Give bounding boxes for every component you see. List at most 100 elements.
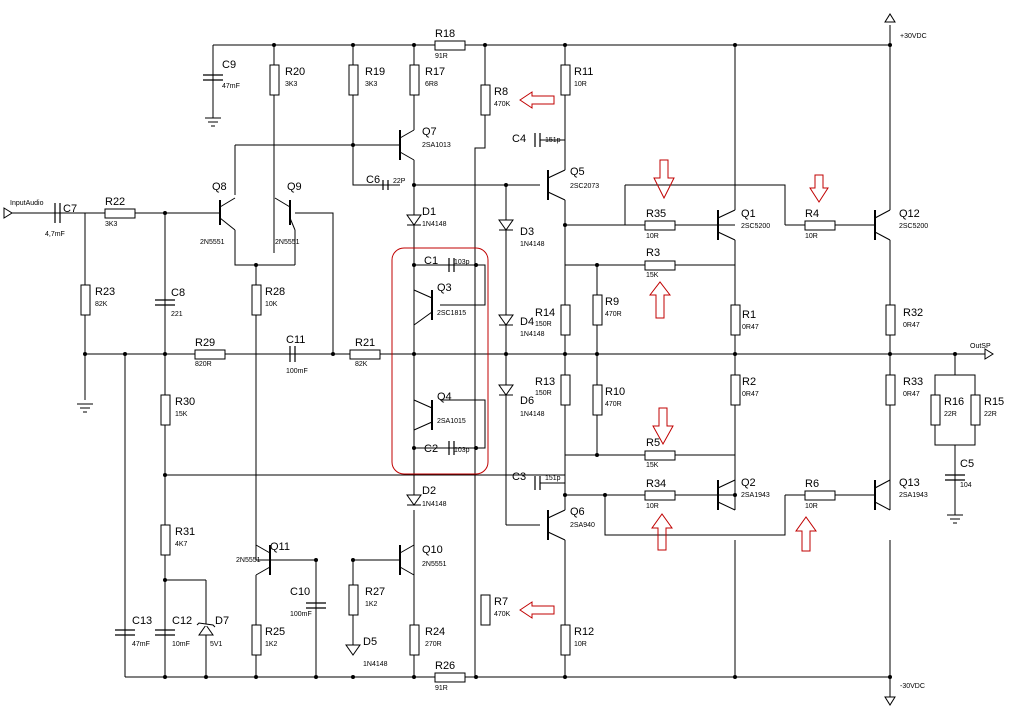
designator-r24: R24 bbox=[425, 626, 445, 638]
value-q8: 2N5551 bbox=[200, 239, 225, 246]
labels: R10R47R20R47R315KR410RR515KR610RR7470KR8… bbox=[45, 28, 1004, 692]
value-q3: 2SC1815 bbox=[437, 310, 466, 317]
designator-c10: C10 bbox=[290, 586, 310, 598]
capacitor-plates bbox=[54, 74, 965, 636]
designator-q2: Q2 bbox=[741, 477, 756, 489]
designator-c2: C2 bbox=[424, 443, 438, 455]
designator-d4: D4 bbox=[520, 316, 534, 328]
value-c6: 22P bbox=[393, 178, 406, 185]
designator-r12: R12 bbox=[574, 626, 594, 638]
designator-r35: R35 bbox=[646, 208, 666, 220]
designator-r22: R22 bbox=[105, 196, 125, 208]
designator-q7: Q7 bbox=[422, 126, 437, 138]
value-r13: 150R bbox=[535, 390, 552, 397]
designator-c6: C6 bbox=[366, 174, 380, 186]
designator-r7: R7 bbox=[494, 596, 508, 608]
value-c3: 151p bbox=[545, 475, 561, 482]
arrow-down-icon bbox=[652, 407, 674, 446]
designator-c12: C12 bbox=[172, 615, 192, 627]
designator-r28: R28 bbox=[265, 286, 285, 298]
value-c8: 221 bbox=[171, 311, 183, 318]
value-q2: 2SA1943 bbox=[741, 492, 770, 499]
designator-q8: Q8 bbox=[212, 181, 227, 193]
designator-r3: R3 bbox=[646, 247, 660, 259]
value-q9: 2N5551 bbox=[275, 239, 300, 246]
designator-q3: Q3 bbox=[437, 282, 452, 294]
designator-r18: R18 bbox=[435, 28, 455, 40]
designator-r14: R14 bbox=[535, 307, 555, 319]
pos-terminal-icon bbox=[884, 13, 896, 23]
designator-c11: C11 bbox=[286, 334, 305, 346]
value-c12: 10mF bbox=[172, 641, 190, 648]
value-r18: 91R bbox=[435, 53, 448, 60]
value-r23: 82K bbox=[95, 301, 108, 308]
value-r28: 10K bbox=[265, 301, 278, 308]
value-d1: 1N4148 bbox=[422, 221, 447, 228]
designator-r33: R33 bbox=[903, 376, 923, 388]
value-q4: 2SA1015 bbox=[437, 418, 466, 425]
designator-r2: R2 bbox=[742, 376, 756, 388]
value-r7: 470K bbox=[494, 611, 511, 618]
value-c1: 103p bbox=[454, 259, 470, 266]
arrow-up-icon bbox=[648, 281, 672, 319]
designator-r27: R27 bbox=[365, 586, 385, 598]
designator-q11: Q11 bbox=[270, 541, 290, 553]
value-r26: 91R bbox=[435, 685, 448, 692]
value-d5: 1N4148 bbox=[363, 661, 388, 668]
designator-c13: C13 bbox=[132, 615, 152, 627]
diode-symbols bbox=[196, 214, 514, 656]
value-r12: 10R bbox=[574, 641, 587, 648]
value-c11: 100mF bbox=[286, 368, 308, 375]
value-r10: 470R bbox=[605, 401, 622, 408]
value-r11: 10R bbox=[574, 81, 587, 88]
value-d2: 1N4148 bbox=[422, 501, 447, 508]
value-q7: 2SA1013 bbox=[422, 142, 451, 149]
designator-r10: R10 bbox=[605, 386, 625, 398]
designator-q5: Q5 bbox=[570, 166, 585, 178]
designator-r32: R32 bbox=[903, 307, 923, 319]
resistor-bodies bbox=[80, 40, 981, 683]
designator-r21: R21 bbox=[355, 337, 375, 349]
designator-r13: R13 bbox=[535, 376, 555, 388]
value-c10: 100mF bbox=[290, 611, 312, 618]
pos-rail-label: +30VDC bbox=[900, 33, 927, 40]
value-r33: 0R47 bbox=[903, 391, 920, 398]
arrow-down-icon bbox=[653, 159, 675, 200]
value-c5: 104 bbox=[960, 482, 972, 489]
designator-d1: D1 bbox=[422, 206, 436, 218]
designator-r29: R29 bbox=[195, 337, 215, 349]
designator-r5: R5 bbox=[646, 437, 660, 449]
value-r3: 15K bbox=[646, 272, 659, 279]
designator-q9: Q9 bbox=[287, 181, 302, 193]
value-c9: 47mF bbox=[222, 83, 240, 90]
value-q6: 2SA940 bbox=[570, 522, 595, 529]
value-r20: 3K3 bbox=[285, 81, 298, 88]
designator-r31: R31 bbox=[175, 526, 195, 538]
designator-r19: R19 bbox=[365, 66, 385, 78]
designator-r16: R16 bbox=[944, 396, 964, 408]
value-r16: 22R bbox=[944, 411, 957, 418]
value-r19: 3K3 bbox=[365, 81, 378, 88]
designator-d6: D6 bbox=[520, 395, 534, 407]
value-q1: 2SC5200 bbox=[741, 223, 770, 230]
designator-c3: C3 bbox=[512, 471, 526, 483]
neg-rail-label: -30VDC bbox=[900, 683, 925, 690]
designator-q6: Q6 bbox=[570, 506, 585, 518]
designator-r1: R1 bbox=[742, 309, 756, 321]
value-r24: 270R bbox=[425, 641, 442, 648]
designator-r23: R23 bbox=[95, 286, 115, 298]
designator-r15: R15 bbox=[984, 396, 1004, 408]
designator-c9: C9 bbox=[222, 59, 236, 71]
value-c13: 47mF bbox=[132, 641, 150, 648]
value-r25: 1K2 bbox=[265, 641, 278, 648]
value-r34: 10R bbox=[646, 503, 659, 510]
value-r17: 6R8 bbox=[425, 81, 438, 88]
designator-r20: R20 bbox=[285, 66, 305, 78]
designator-r11: R11 bbox=[574, 66, 593, 78]
value-r35: 10R bbox=[646, 233, 659, 240]
transistor-symbols bbox=[219, 129, 891, 576]
arrow-left-icon bbox=[519, 91, 555, 109]
value-q12: 2SC5200 bbox=[899, 223, 928, 230]
designator-c5: C5 bbox=[960, 458, 974, 470]
